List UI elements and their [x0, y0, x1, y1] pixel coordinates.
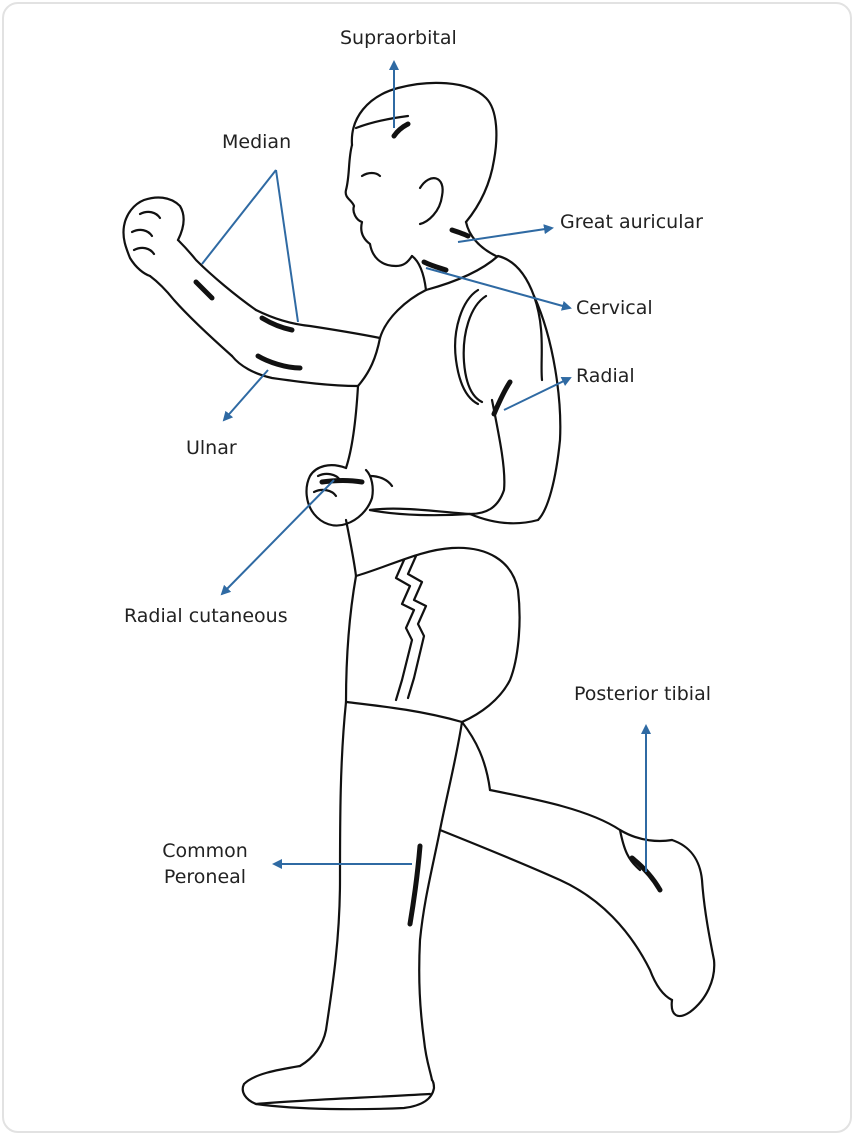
- label-ulnar: Ulnar: [186, 436, 237, 460]
- label-common-peroneal: Common Peroneal: [150, 838, 260, 890]
- site-supraorbital: [394, 124, 408, 136]
- label-common-peroneal-line2: Peroneal: [150, 864, 260, 890]
- label-posterior-tibial: Posterior tibial: [574, 682, 711, 706]
- label-radial: Radial: [576, 364, 635, 388]
- site-median-wrist: [196, 282, 212, 298]
- nerve-sites: [196, 124, 660, 924]
- line-median-wrist: [202, 170, 276, 264]
- label-radial-cutaneous: Radial cutaneous: [124, 604, 288, 628]
- site-ulnar: [258, 356, 300, 368]
- label-common-peroneal-line1: Common: [150, 838, 260, 864]
- label-median: Median: [222, 130, 291, 154]
- label-great-auricular: Great auricular: [560, 210, 703, 234]
- site-radial-cutaneous: [322, 481, 362, 483]
- arrow-radial-cutaneous: [222, 480, 334, 594]
- line-median-elbow: [276, 170, 298, 322]
- arrow-cervical: [426, 268, 570, 308]
- site-common-peroneal: [410, 846, 420, 924]
- label-cervical: Cervical: [576, 296, 653, 320]
- site-great-auricular: [452, 230, 468, 236]
- runner-figure: [123, 83, 714, 1109]
- arrow-ulnar: [224, 370, 268, 420]
- label-supraorbital: Supraorbital: [340, 26, 457, 50]
